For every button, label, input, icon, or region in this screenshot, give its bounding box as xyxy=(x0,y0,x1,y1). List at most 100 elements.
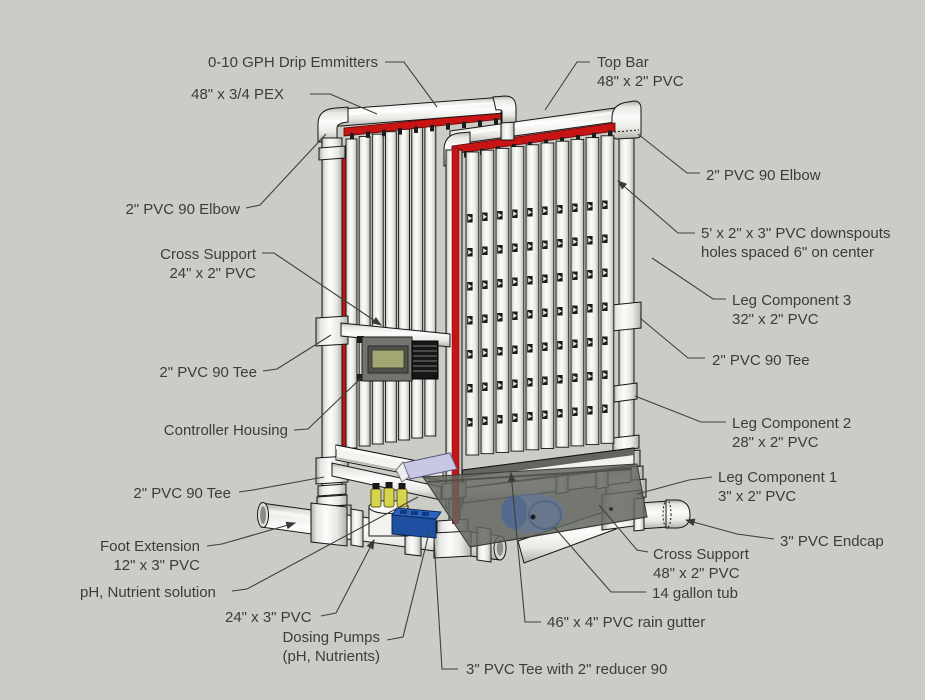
label-line: 2" PVC 90 Tee xyxy=(159,364,257,381)
label-line: 32" x 2" PVC xyxy=(732,311,819,328)
coupling-left xyxy=(317,483,347,497)
label-elbow-right: 2" PVC 90 Elbow xyxy=(706,166,821,185)
rain-gutter-back-interior xyxy=(463,448,634,478)
drip-emitter xyxy=(366,131,370,138)
front-row xyxy=(317,95,517,470)
coupling-right xyxy=(612,434,640,452)
leader-cross-support-48 xyxy=(598,504,649,553)
downspout-tube xyxy=(600,135,615,444)
label-line: pH, Nutrient solution xyxy=(80,584,216,601)
elbow-front-right xyxy=(492,95,517,124)
label-line: 48" x 3/4 PEX xyxy=(191,86,284,103)
downspout-tube xyxy=(525,144,540,451)
label-line: 24" x 3" PVC xyxy=(225,609,312,626)
leader-tee-right xyxy=(639,317,705,359)
label-line: Dosing Pumps xyxy=(282,629,380,646)
label-line: 3" x 2" PVC xyxy=(718,488,797,505)
leader-pipe-24 xyxy=(320,539,375,617)
label-leg-3: Leg Component 3 32" x 2" PVC xyxy=(732,291,851,329)
endcap-3in xyxy=(665,499,691,529)
label-line: Leg Component 3 xyxy=(732,292,852,309)
downspout-tube xyxy=(570,138,585,447)
leader-rain-gutter xyxy=(507,471,541,623)
leader-tee-reducer xyxy=(433,538,458,670)
label-endcap: 3" PVC Endcap xyxy=(780,532,884,551)
drip-emitter xyxy=(592,132,596,140)
label-line: 24" x 2" PVC xyxy=(169,265,256,282)
label-line: 2" PVC 90 Elbow xyxy=(706,167,821,184)
label-line: holes spaced 6" on center xyxy=(701,244,874,261)
leader-endcap xyxy=(684,518,775,540)
coupling-left xyxy=(318,145,346,161)
label-line: Cross Support xyxy=(653,546,749,563)
drip-emitter xyxy=(398,128,402,135)
downspout-tube xyxy=(371,133,384,445)
label-line: Foot Extension xyxy=(99,538,200,555)
dosing-pump-box xyxy=(391,514,437,539)
label-foot-extension: Foot Extension 12" x 3" PVC xyxy=(100,537,200,575)
label-line: (pH, Nutrients) xyxy=(282,648,380,665)
downspout-tube xyxy=(480,149,495,455)
label-tee-left-bottom: 2" PVC 90 Tee xyxy=(133,484,231,503)
leader-elbow-left xyxy=(245,133,327,209)
label-line: 2" PVC 90 Tee xyxy=(133,485,231,502)
label-controller-housing: Controller Housing xyxy=(164,421,288,440)
label-elbow-left: 2" PVC 90 Elbow xyxy=(125,200,240,219)
leader-ph-nutrient xyxy=(231,496,419,592)
downspout-row-back xyxy=(465,135,615,456)
drip-emitter xyxy=(382,129,386,137)
tee-left-mid-fitting xyxy=(315,315,349,347)
label-line: 48" x 2" PVC xyxy=(597,73,684,90)
drip-emitters-front xyxy=(350,118,498,140)
leader-tub xyxy=(553,526,646,593)
controller xyxy=(357,336,439,382)
label-dosing-pumps: Dosing Pumps (pH, Nutrients) xyxy=(282,628,380,666)
leader-leg-3 xyxy=(651,257,726,300)
elbow-back-right xyxy=(611,100,642,140)
label-line: 3" PVC Endcap xyxy=(780,533,884,550)
downspout-tube xyxy=(384,131,397,443)
label-line: 2" PVC 90 Elbow xyxy=(125,201,240,218)
label-drip-emitters: 0-10 GPH Drip Emmitters xyxy=(208,53,378,72)
label-line: 2" PVC 90 Tee xyxy=(712,352,810,369)
label-line: Top Bar xyxy=(597,54,649,71)
drip-emitter xyxy=(414,126,418,133)
label-line: 3" PVC Tee with 2" reducer 90 xyxy=(466,661,668,678)
leader-foot-extension xyxy=(206,521,297,547)
downspout-tube xyxy=(585,137,600,446)
reservoir-tub xyxy=(395,452,648,548)
drip-emitter xyxy=(608,130,612,137)
label-tub: 14 gallon tub xyxy=(652,584,738,603)
drip-emitter xyxy=(560,137,564,144)
controller-heatsink xyxy=(411,340,439,380)
label-top-bar: Top Bar 48" x 2" PVC xyxy=(597,53,684,91)
label-line: Leg Component 2 xyxy=(732,415,852,432)
drip-emitter xyxy=(478,119,482,127)
downspout-tube xyxy=(540,142,555,449)
label-tee-left-mid: 2" PVC 90 Tee xyxy=(159,363,257,382)
leader-leg-2 xyxy=(634,395,726,423)
leader-downspouts xyxy=(617,180,695,234)
foot-tee-middle xyxy=(433,530,472,559)
label-line: 14 gallon tub xyxy=(652,585,738,602)
dosing-station xyxy=(368,482,442,539)
drip-emitter xyxy=(430,124,434,132)
downspout-tube xyxy=(465,151,480,456)
label-line: 28" x 2" PVC xyxy=(732,434,819,451)
downspout-tube xyxy=(510,146,525,452)
label-line: 46" x 4" PVC rain gutter xyxy=(547,614,706,631)
label-ph-nutrient: pH, Nutrient solution xyxy=(80,583,216,602)
label-pex: 48" x 3/4 PEX xyxy=(191,85,284,104)
label-line: 12" x 3" PVC xyxy=(113,557,200,574)
label-downspouts: 5' x 2" x 3" PVC downspouts holes spaced … xyxy=(701,224,890,262)
leader-elbow-right xyxy=(637,133,700,174)
controller-lcd-screen xyxy=(371,349,405,369)
label-line: 5' x 2" x 3" PVC downspouts xyxy=(701,225,891,242)
downspout-row-front xyxy=(345,123,437,449)
drip-emitter xyxy=(462,121,466,129)
label-leg-2: Leg Component 2 28" x 2" PVC xyxy=(732,414,851,452)
